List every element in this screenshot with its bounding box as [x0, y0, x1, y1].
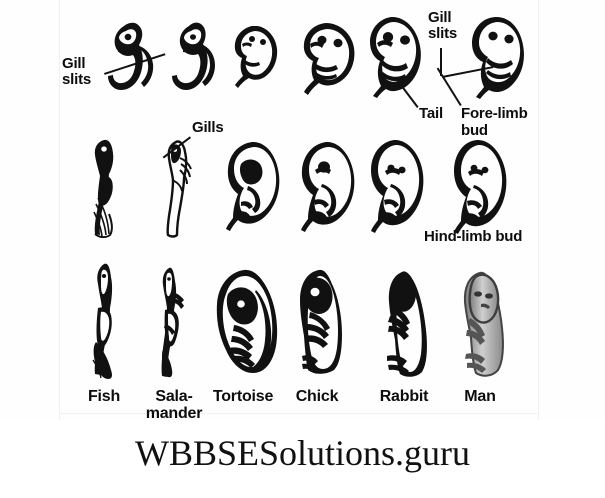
embryo-row1-man: [468, 14, 530, 100]
embryo-row1-salamander: [172, 20, 222, 94]
species-label-chick: Chick: [295, 388, 339, 405]
species-label-salamander: Sala- mander: [145, 388, 203, 422]
embryo-row2-man: [448, 138, 512, 234]
embryo-row2-salamander: [158, 138, 204, 238]
species-label-fish: Fish: [87, 388, 121, 405]
callout-hind-limb-bud: Hind-limb bud: [424, 228, 523, 245]
callout-tail: Tail: [419, 105, 443, 122]
species-label-rabbit: Rabbit: [379, 388, 429, 405]
embryo-row3-fish: [84, 262, 134, 380]
callout-gill-slits-right: Gill slits: [428, 9, 458, 42]
embryo-row2-fish: [88, 138, 132, 238]
embryo-row3-tortoise: [212, 268, 282, 378]
species-label-man: Man: [464, 388, 496, 405]
embryo-row1-tortoise: [232, 22, 286, 94]
embryo-row3-chick: [292, 268, 352, 378]
embryo-row3-man: [452, 268, 512, 380]
embryo-row1-rabbit: [366, 14, 426, 100]
embryo-row1-chick: [300, 20, 362, 98]
callout-gill-slits-left: Gill slits: [62, 55, 92, 88]
embryo-row3-rabbit: [378, 268, 436, 380]
watermark-text: WBBSESolutions.guru: [134, 433, 471, 473]
scan-edge-left: [59, 0, 60, 420]
species-label-tortoise: Tortoise: [212, 388, 274, 405]
embryo-row2-tortoise: [224, 140, 286, 232]
embryo-row2-rabbit: [366, 138, 428, 234]
embryo-row3-salamander: [152, 266, 196, 380]
callout-fore-limb-bud: Fore-limb bud: [461, 105, 528, 139]
embryo-row2-chick: [298, 140, 360, 234]
callout-gills: Gills: [192, 119, 224, 136]
scan-bottom-edge: [60, 413, 538, 414]
embryo-row1-fish: [106, 18, 162, 96]
scan-edge-right: [538, 0, 539, 420]
